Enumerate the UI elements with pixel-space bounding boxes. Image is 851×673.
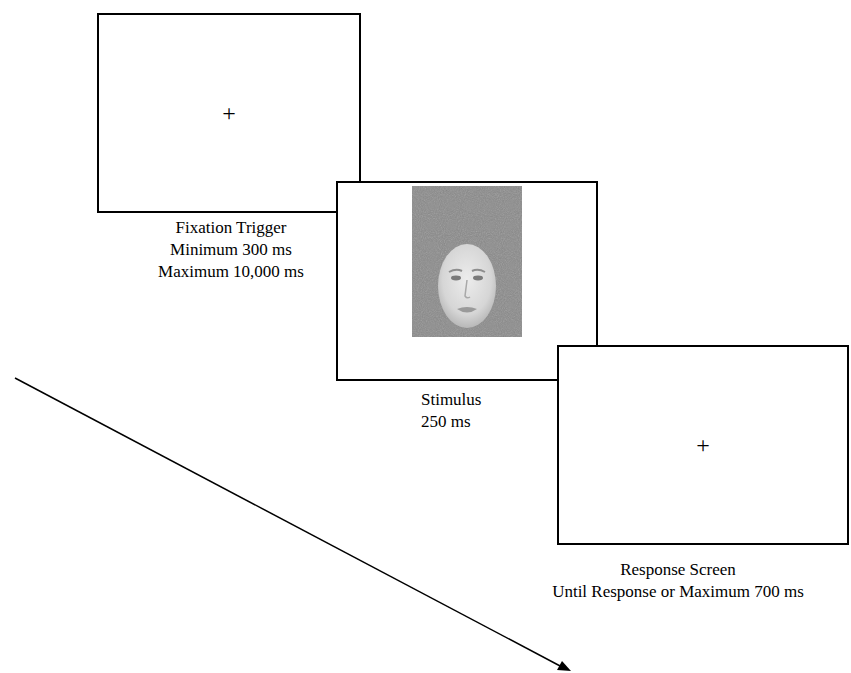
noise-ground <box>412 186 522 337</box>
mouth <box>457 307 477 313</box>
caption-text: Response Screen <box>528 559 828 581</box>
fixation-cross: + <box>696 433 710 457</box>
caption-text: Minimum 300 ms <box>99 239 363 261</box>
screen-frame: +Response ScreenUntil Response or Maximu… <box>557 345 849 545</box>
caption-text: Until Response or Maximum 700 ms <box>528 581 828 603</box>
fixation-cross: + <box>222 101 236 125</box>
face-oval <box>438 244 496 328</box>
face-stimulus <box>412 186 522 337</box>
caption-text: Maximum 10,000 ms <box>99 261 363 283</box>
noise-texture <box>412 186 522 337</box>
eye <box>473 276 483 281</box>
screen-caption: Fixation TriggerMinimum 300 msMaximum 10… <box>99 217 363 283</box>
arrow-head <box>557 661 571 671</box>
screen-caption: Response ScreenUntil Response or Maximum… <box>528 559 828 603</box>
brow <box>449 270 462 272</box>
screen-frame: +Fixation TriggerMinimum 300 msMaximum 1… <box>97 13 361 213</box>
brow <box>472 270 485 272</box>
nose <box>465 280 470 298</box>
caption-text: Fixation Trigger <box>99 217 363 239</box>
time-line <box>15 378 562 667</box>
eye <box>451 276 461 281</box>
